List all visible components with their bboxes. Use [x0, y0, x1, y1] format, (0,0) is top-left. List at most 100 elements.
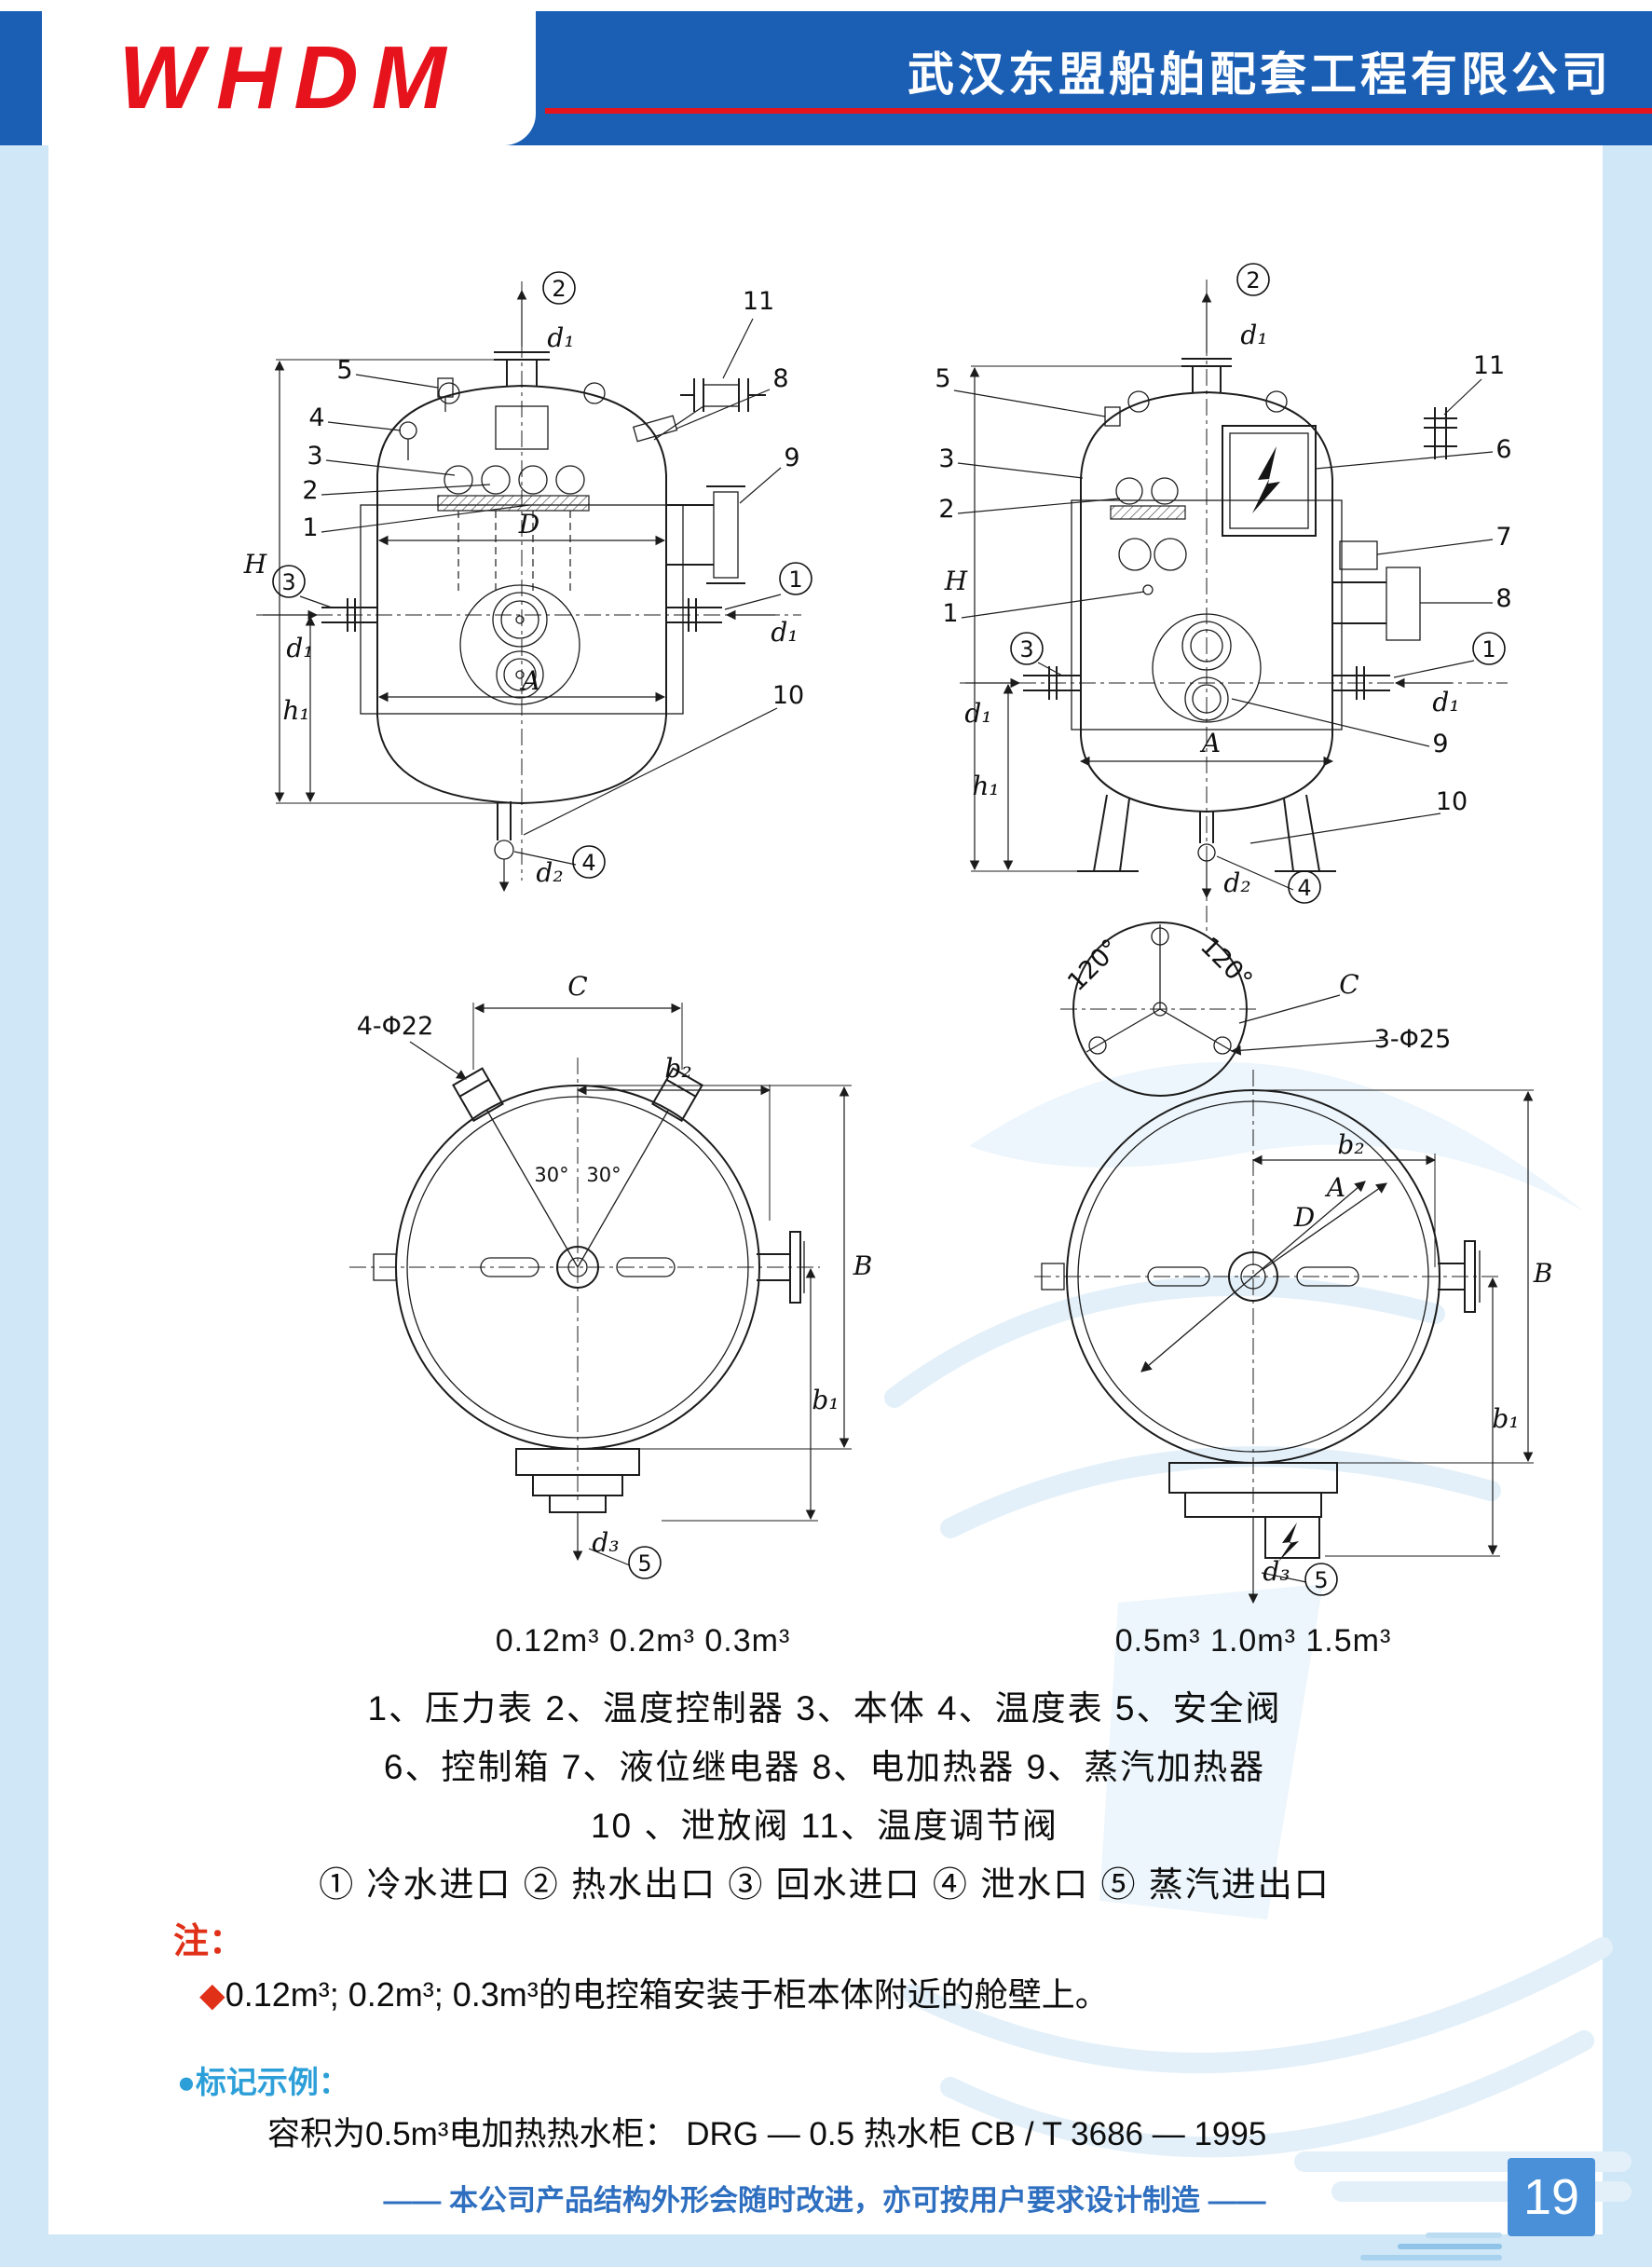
- header-red-rule: [545, 108, 1652, 114]
- level-relay: [1339, 540, 1378, 570]
- dimension-lines: [274, 359, 666, 804]
- diagram-label: 3: [1019, 636, 1033, 662]
- diagram-label: 1: [788, 567, 802, 593]
- centerlines: [960, 280, 1508, 936]
- diagram-label: d₁: [286, 633, 313, 663]
- note-title: 注：: [173, 1922, 245, 1961]
- top-margin: [0, 0, 1652, 11]
- vessel-outline: [1071, 390, 1343, 813]
- diagram-label: d₁: [1240, 320, 1267, 350]
- diagram-label: b₂: [1337, 1129, 1364, 1160]
- diagram-label: b₂: [664, 1053, 691, 1084]
- diagram-label: 6: [1495, 435, 1511, 464]
- bolt-circle-detail: [1060, 922, 1341, 1097]
- handhole-flanges: [459, 584, 580, 705]
- diagram-label: H: [944, 566, 968, 596]
- parts-list-line: 6、控制箱 7、液位继电器 8、电加热器 9、蒸汽加热器: [383, 1748, 1266, 1786]
- lug-nozzles: [452, 1067, 703, 1268]
- leader-lines: [299, 318, 782, 866]
- dimension-lines: [472, 1003, 852, 1522]
- diagram-label: 4: [308, 403, 324, 432]
- diagram-label: d₃: [592, 1527, 619, 1558]
- diagram-label: H: [243, 549, 267, 580]
- diagram-label: b₁: [1492, 1403, 1519, 1434]
- footer-decor-stripe: [1398, 2244, 1502, 2249]
- diagram-callout-circle: [1010, 632, 1044, 665]
- note-bullet-icon: ◆: [199, 1975, 225, 2014]
- diagram-label: 30°: [534, 1164, 568, 1186]
- diagram-label: 5: [935, 364, 950, 393]
- diagram-callout-circle: [1472, 632, 1506, 665]
- diagram-label: A: [1324, 1172, 1345, 1203]
- company-name: 武汉东盟船舶配套工程有限公司: [908, 48, 1612, 101]
- diagram-label: 10: [1436, 787, 1468, 816]
- footer-decor-stripe: [1360, 2255, 1502, 2260]
- diagram-label: d₁: [1432, 687, 1459, 717]
- diagram-callout-circle: [1288, 870, 1321, 904]
- diagram-label: 11: [1473, 351, 1505, 380]
- steam-heater: [632, 415, 745, 584]
- diagram-callout-circle: [628, 1546, 662, 1579]
- right-flange: [757, 1231, 805, 1304]
- logo-box: WHDM: [42, 11, 536, 145]
- diagram-label: 11: [743, 287, 774, 316]
- diagram-label: 7: [1495, 523, 1511, 552]
- diagram-label: C: [567, 971, 587, 1002]
- internal-heaters: [1104, 406, 1187, 595]
- dimension-lines: [1140, 1089, 1534, 1557]
- diagram-callout-circle: [572, 845, 606, 879]
- footer-slogan: —— 本公司产品结构外形会随时改进，亦可按用户要求设计制造 ——: [383, 2184, 1266, 2217]
- diagram-label: D: [1293, 1202, 1315, 1233]
- diagram-label: B: [853, 1250, 873, 1281]
- temperature-regulating-valve: [653, 378, 766, 441]
- diagram-callout-circle: [542, 271, 576, 305]
- footer-decor-stripe: [1426, 2233, 1502, 2238]
- diagram-label: 4-Φ22: [357, 1012, 434, 1041]
- centerlines: [1034, 1070, 1500, 1514]
- diagram-label: 2: [1246, 267, 1260, 294]
- diagram-label: 3: [281, 569, 295, 595]
- diagram-label: h₁: [282, 695, 309, 726]
- left-fitting: [1041, 1263, 1065, 1291]
- diagram-label: 3: [307, 442, 322, 471]
- diagram-label: 5: [1314, 1567, 1328, 1593]
- diagram-label: 4: [1297, 875, 1311, 901]
- diagram-label: 120°: [1195, 932, 1258, 995]
- diagram-label: d₃: [1263, 1556, 1290, 1587]
- diagram-label: 5: [336, 356, 352, 385]
- centerlines: [349, 1058, 820, 1500]
- diagram-label: 1: [302, 513, 318, 542]
- diagram-label: A: [1199, 728, 1221, 758]
- electric-heater: [1332, 567, 1421, 641]
- control-box: [1222, 425, 1317, 537]
- left-fitting: [373, 1253, 397, 1281]
- caption-small-volumes: 0.12m³ 0.2m³ 0.3m³: [495, 1623, 791, 1659]
- diagram-label: 3-Φ25: [1374, 1025, 1452, 1054]
- marking-example-text: 容积为0.5m³电加热热水柜： DRG — 0.5 热水柜 CB / T 368…: [267, 2116, 1267, 2152]
- diagram-label: 5: [637, 1550, 651, 1577]
- leader-lines: [409, 1041, 631, 1566]
- parts-list: 1、压力表 2、温度控制器 3、本体 4、温度表 5、安全阀 6、控制箱 7、液…: [93, 1679, 1556, 1914]
- bottom-supports: [515, 1448, 640, 1513]
- top-nozzle: [1181, 292, 1232, 392]
- diagram-label: d₂: [536, 857, 563, 888]
- diagram-callout-circle: [272, 565, 306, 598]
- side-nozzles: [965, 666, 1452, 700]
- leader-lines: [953, 378, 1494, 891]
- page-header: WHDM 武汉东盟船舶配套工程有限公司: [0, 11, 1652, 145]
- leader-lines: [1230, 1039, 1387, 1583]
- diagram-label: 1: [1481, 636, 1495, 662]
- diagram-callout-circle: [1236, 263, 1270, 296]
- diagram-label: 9: [784, 444, 799, 472]
- dimension-lines: [969, 365, 1334, 872]
- diagram-label: 30°: [586, 1164, 621, 1186]
- note-line: ◆0.12m³; 0.2m³; 0.3m³的电控箱安装于柜本体附近的舱壁上。: [199, 1968, 1109, 2016]
- diagram-label: 2: [938, 495, 954, 524]
- diagram-label: 1: [942, 599, 958, 628]
- handhole-flanges: [1152, 613, 1262, 723]
- drain-valve: [494, 801, 514, 893]
